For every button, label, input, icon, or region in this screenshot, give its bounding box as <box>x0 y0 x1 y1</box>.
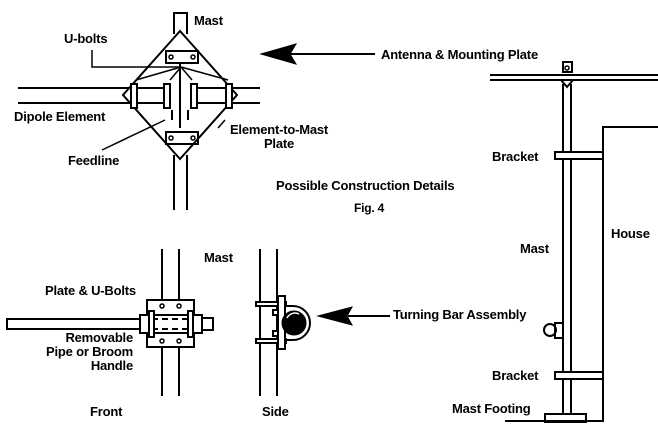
plate-u-bolts-label: Plate & U-Bolts <box>45 283 136 298</box>
element-to-mast-plate-label-line2: Plate <box>263 136 295 151</box>
top-mast-label: Mast <box>194 13 223 28</box>
bracket-top-label: Bracket <box>492 149 539 164</box>
feedline <box>101 62 189 151</box>
plate-u-bolt-bottom <box>165 131 199 145</box>
dipole-element-label: Dipole Element <box>14 109 106 124</box>
antenna-plate-arrow <box>259 43 375 65</box>
top-mast <box>173 12 188 210</box>
turning-bar-assembly-label: Turning Bar Assembly <box>393 307 527 322</box>
removable-pipe-label-line1: Removable <box>65 330 133 345</box>
element-to-mast-plate-leader <box>217 119 226 129</box>
dipole-element <box>18 87 260 104</box>
removable-pipe-label-line3: Handle <box>90 358 133 373</box>
u-bolts-label: U-bolts <box>64 31 108 46</box>
front-plate <box>139 299 214 348</box>
removable-pipe-label-line2: Pipe or Broom <box>46 344 133 359</box>
turning-bar-arrow <box>316 306 390 326</box>
feedline-label: Feedline <box>68 153 120 168</box>
element-clamps <box>130 83 233 109</box>
element-to-mast-plate-label: Element-to-Mast Plate <box>224 123 334 151</box>
bracket-top-shape <box>554 151 604 160</box>
bracket-bottom-shape <box>554 371 604 380</box>
side-mast <box>259 249 278 396</box>
house-wall <box>602 126 658 421</box>
mast-footing-shape <box>505 413 604 423</box>
bottom-mast-label: Mast <box>204 250 233 265</box>
figure-number: Fig. 4 <box>354 201 385 215</box>
house-mast <box>558 61 576 415</box>
side-view-label: Side <box>262 404 289 419</box>
antenna-mounting-plate-label: Antenna & Mounting Plate <box>381 47 538 62</box>
plate-u-bolt-top <box>165 50 199 64</box>
front-view-label: Front <box>90 404 123 419</box>
removable-pipe-label: Removable Pipe or Broom Handle <box>20 331 133 373</box>
house-label: House <box>611 226 650 241</box>
mast-footing-label: Mast Footing <box>452 401 531 416</box>
element-to-mast-plate-label-line1: Element-to-Mast <box>229 122 329 137</box>
side-bracket <box>255 295 311 350</box>
element-to-mast-plate <box>121 29 239 161</box>
house-mast-label: Mast <box>520 241 549 256</box>
turning-bar-assembly-shape <box>543 322 564 339</box>
bracket-bottom-label: Bracket <box>492 368 539 383</box>
figure-title: Possible Construction Details <box>276 178 455 193</box>
